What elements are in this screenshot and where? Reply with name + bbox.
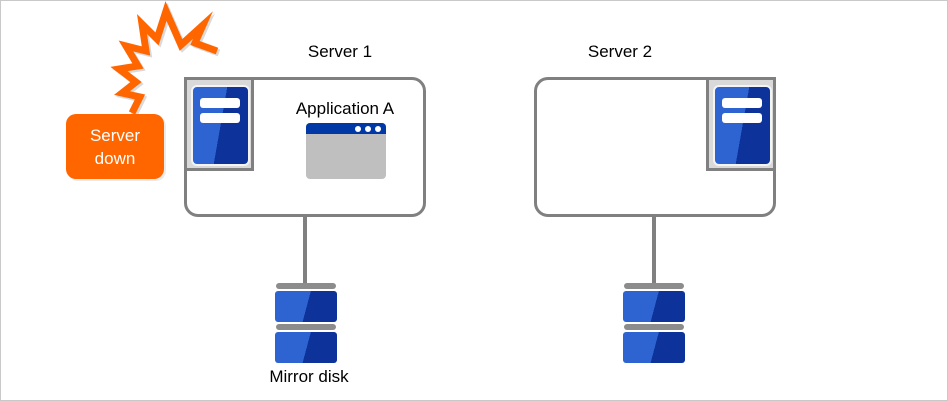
mirror-disk-icon — [623, 283, 685, 363]
server-down-line2: down — [94, 148, 136, 168]
mirror-disk-icon — [275, 283, 337, 363]
app-window-icon — [306, 123, 386, 179]
disk-cap-bar — [276, 324, 336, 330]
disk-platter — [275, 291, 337, 322]
server1-title: Server 1 — [307, 42, 373, 61]
server2-title: Server 2 — [587, 42, 653, 61]
server-down-badge: Server down — [66, 114, 164, 179]
tower-slot-bar — [200, 113, 240, 123]
titlebar-dot — [365, 125, 371, 132]
server2-disk-connector-line — [652, 216, 656, 284]
tower-slot-bar — [200, 98, 240, 108]
server1-icon-holder — [184, 77, 254, 171]
server1-disk-connector-line — [303, 216, 307, 284]
disk-platter — [623, 291, 685, 322]
mirror-disk-label: Mirror disk — [269, 367, 349, 386]
server-tower-icon — [713, 85, 772, 166]
disk-platter — [623, 332, 685, 363]
server-tower-icon — [191, 85, 250, 166]
application-a-label: Application A — [295, 99, 395, 118]
titlebar-dot — [355, 125, 361, 132]
tower-slot-bar — [722, 113, 762, 123]
server-down-line1: Server — [89, 125, 141, 145]
disk-cap-bar — [276, 283, 336, 289]
disk-platter — [275, 332, 337, 363]
disk-cap-bar — [624, 283, 684, 289]
tower-slot-bar — [722, 98, 762, 108]
app-window-titlebar — [306, 123, 386, 134]
titlebar-dot — [375, 125, 381, 132]
server2-icon-holder — [706, 77, 776, 171]
disk-cap-bar — [624, 324, 684, 330]
crash-bolt-icon — [110, 1, 219, 115]
